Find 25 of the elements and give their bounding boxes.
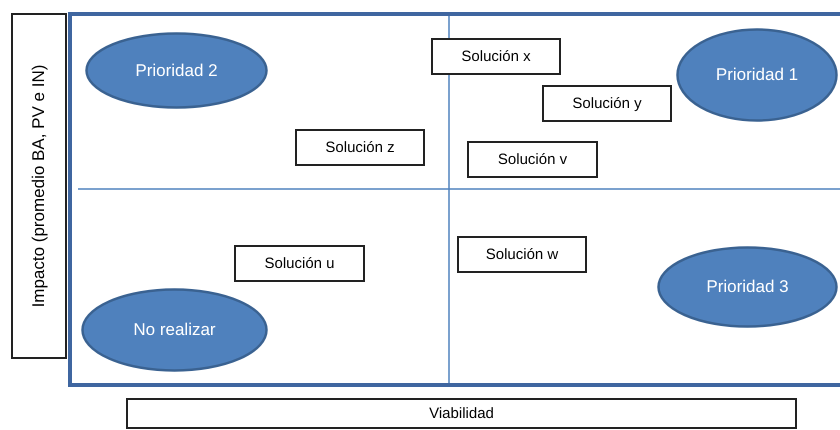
priority-ellipse <box>676 28 838 122</box>
priority-ellipse <box>81 288 268 372</box>
priority-ellipse <box>85 32 268 109</box>
solution-box <box>457 236 587 273</box>
solution-label: Solución v <box>498 151 568 168</box>
axis-title-box <box>126 398 797 429</box>
solution-box <box>234 245 365 282</box>
solution-label: Solución w <box>486 246 558 263</box>
solution-box <box>542 85 672 122</box>
solution-box <box>431 38 561 75</box>
matrix-frame <box>68 12 840 387</box>
priority-ellipse <box>657 246 838 328</box>
solution-box <box>467 141 598 178</box>
priority-label: No realizar <box>133 320 216 340</box>
solution-box <box>295 129 425 166</box>
axis-title: Impacto (promedio BA, PV e IN) <box>29 64 49 308</box>
axis-title-box <box>11 13 67 359</box>
priority-label: Prioridad 2 <box>135 60 218 80</box>
priority-label: Prioridad 1 <box>716 65 798 85</box>
solution-label: Solución y <box>572 95 642 112</box>
axis-title: Viabilidad <box>429 405 494 422</box>
solution-label: Solución u <box>264 255 335 272</box>
priority-label: Prioridad 3 <box>706 277 789 297</box>
solution-label: Solución z <box>325 139 395 156</box>
solution-label: Solución x <box>461 48 531 65</box>
